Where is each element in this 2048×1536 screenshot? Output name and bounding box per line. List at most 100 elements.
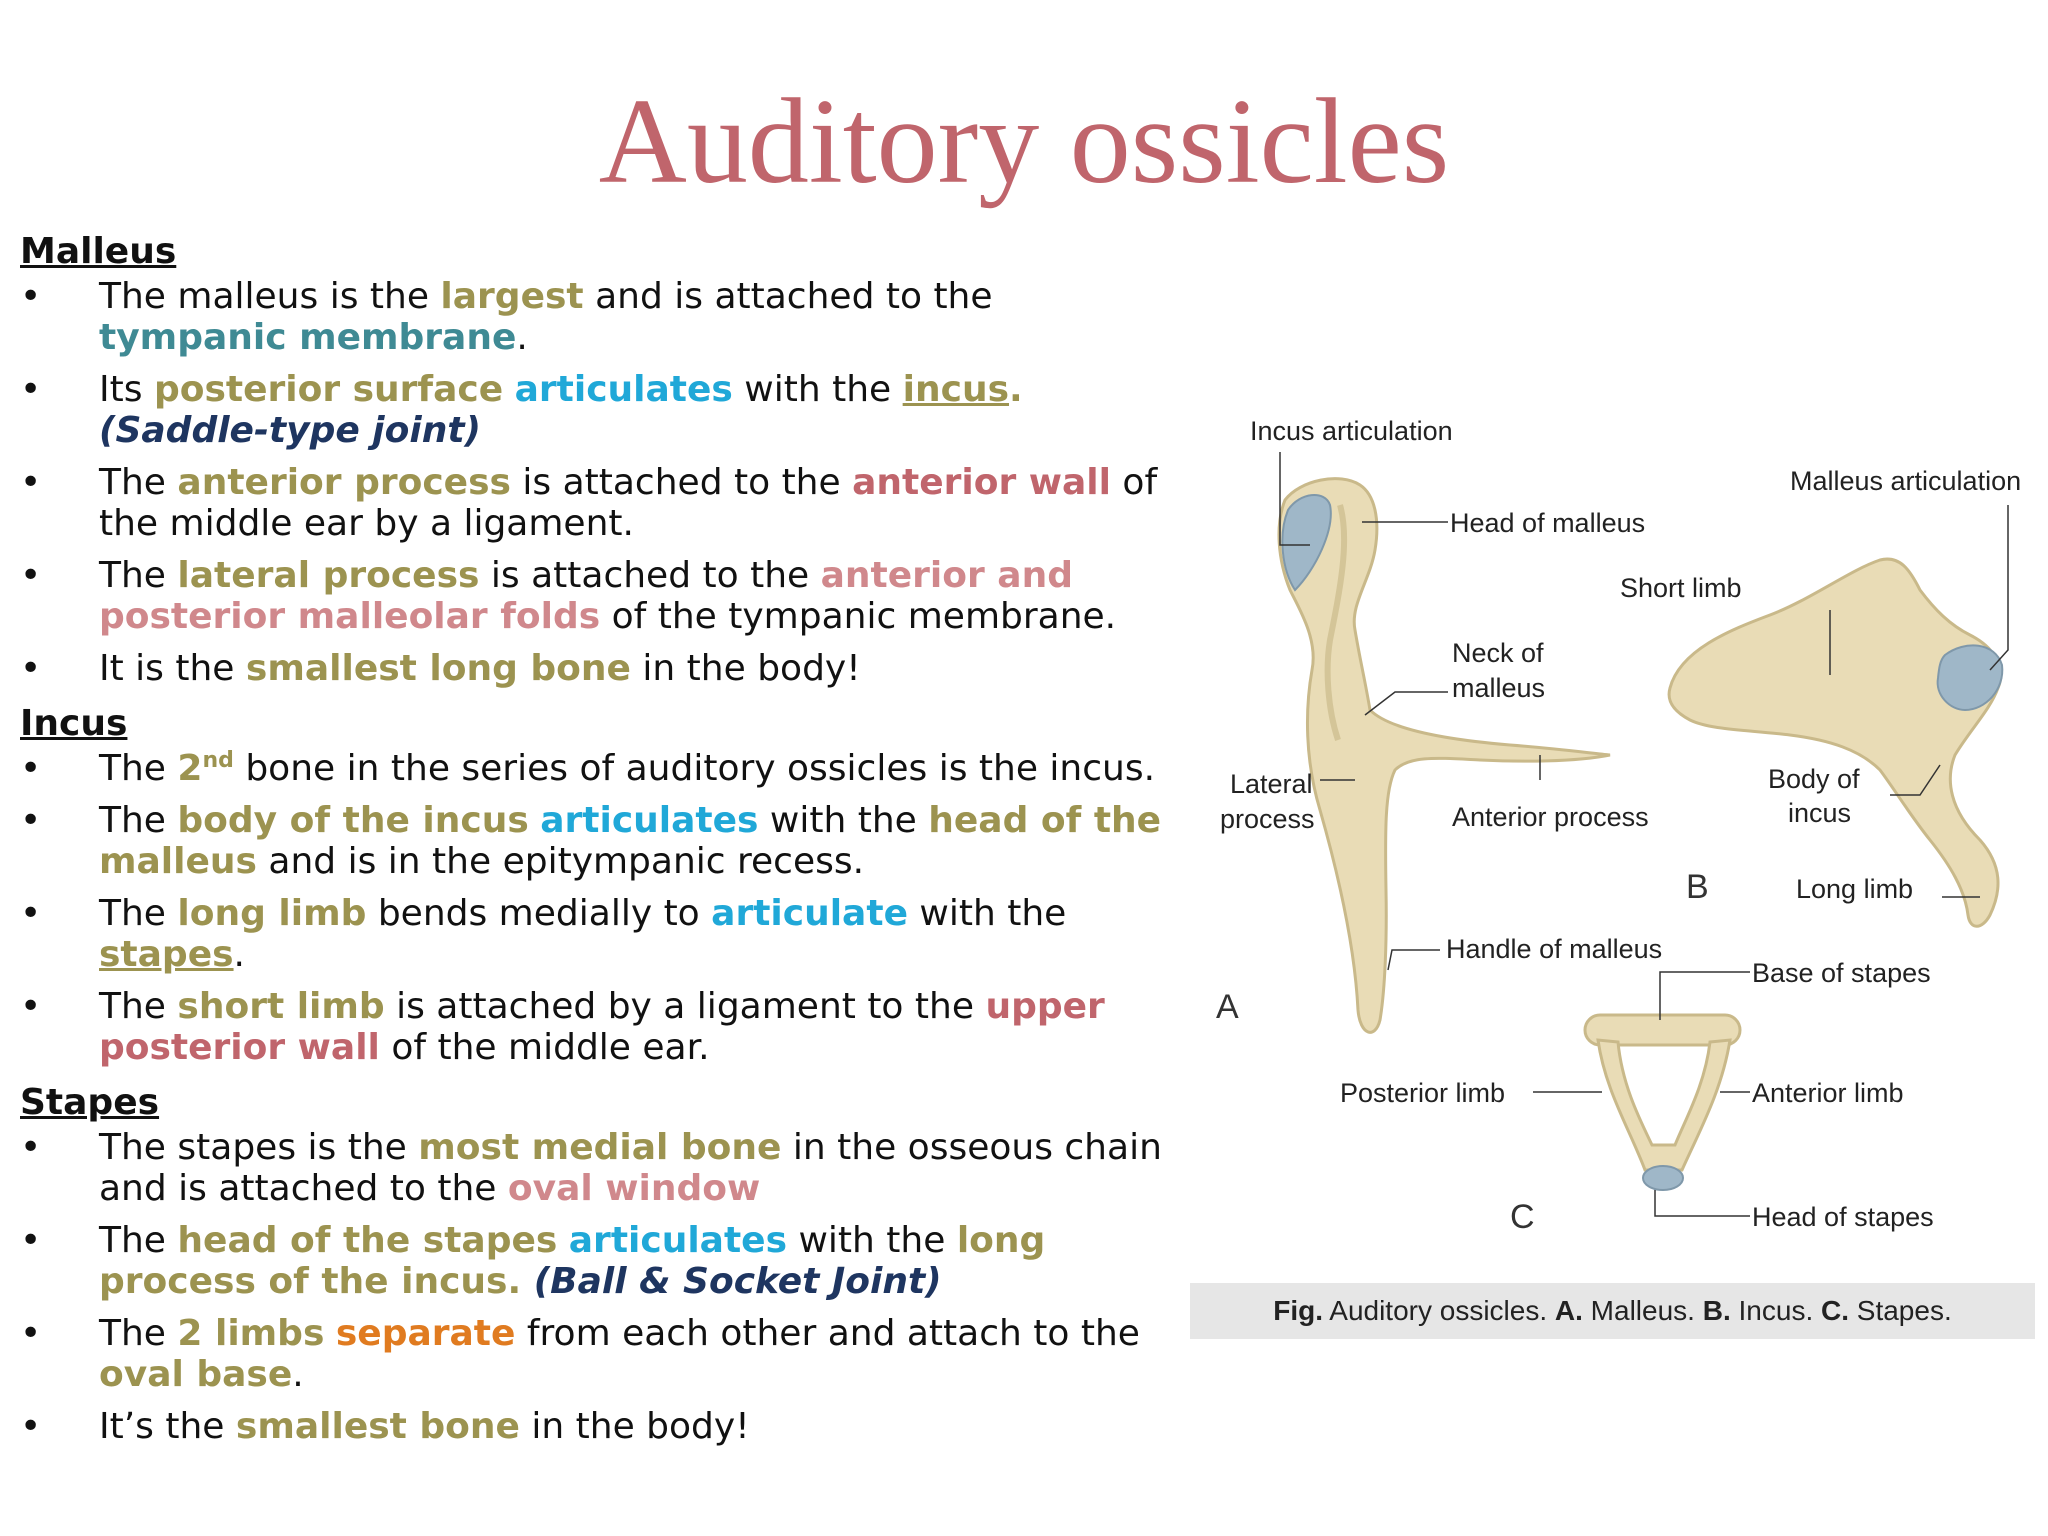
text: The xyxy=(99,462,178,503)
text: of the middle ear by a ligament. xyxy=(99,462,1158,544)
highlight: anterior wall xyxy=(852,462,1111,503)
caption-b: B. xyxy=(1702,1295,1731,1326)
incus-illustration xyxy=(1667,557,2004,928)
leader-base-of-stapes xyxy=(1659,971,1750,1020)
highlight: 2 xyxy=(177,748,203,789)
highlight: most medial bone xyxy=(418,1127,782,1168)
highlight: anterior and posterior malleolar folds xyxy=(99,555,1073,637)
label-panel-c: C xyxy=(1510,1198,1535,1236)
figure-caption: Fig. Auditory ossicles. A. Malleus. B. I… xyxy=(1190,1283,2035,1339)
text-column: Malleus The malleus is the largest and i… xyxy=(20,228,1170,1458)
text: in the body! xyxy=(519,1406,750,1447)
label-incus-articulation: Incus articulation xyxy=(1250,416,1453,446)
label-malleus-articulation: Malleus articulation xyxy=(1790,466,2021,496)
text: The xyxy=(99,1220,178,1261)
stapes-limbs xyxy=(1596,1038,1732,1172)
highlight: articulates xyxy=(568,1220,788,1261)
leader-malleus-articulation xyxy=(1989,505,2009,671)
page-title: Auditory ossicles xyxy=(598,74,1450,209)
caption-fig: Fig. xyxy=(1273,1295,1324,1326)
label-neck-of-malleus-1: Neck of xyxy=(1452,638,1544,668)
highlight: articulate xyxy=(711,893,908,934)
caption-text: Auditory ossicles. xyxy=(1323,1295,1555,1326)
text: . xyxy=(233,934,245,975)
highlight: largest xyxy=(440,276,584,317)
label-lateral-process-1: Lateral xyxy=(1230,769,1313,799)
stapes-base xyxy=(1583,1013,1742,1047)
highlight: 2 limbs xyxy=(177,1313,325,1354)
text: and is in the epitympanic recess. xyxy=(256,841,865,882)
label-lateral-process-2: process xyxy=(1220,804,1315,834)
text: It’s the xyxy=(99,1406,236,1447)
text xyxy=(557,1220,568,1261)
text xyxy=(503,369,514,410)
label-head-of-stapes: Head of stapes xyxy=(1752,1202,1934,1232)
text: is attached to the xyxy=(510,462,853,503)
label-body-of-incus-1: Body of xyxy=(1768,764,1860,794)
list-item: Its posterior surface articulates with t… xyxy=(20,369,1170,451)
highlight: tympanic membrane xyxy=(99,317,517,358)
text: bends medially to xyxy=(366,893,712,934)
highlight: short limb xyxy=(177,986,385,1027)
text: The stapes is the xyxy=(99,1127,419,1168)
highlight: . xyxy=(1009,369,1023,410)
malleus-shading xyxy=(1324,504,1348,741)
leader-neck-of-malleus xyxy=(1364,691,1448,716)
list-item: The long limb bends medially to articula… xyxy=(20,893,1170,975)
stapes-list: The stapes is the most medial bone in th… xyxy=(20,1127,1170,1447)
stapes-head xyxy=(1642,1165,1684,1191)
highlight: smallest bone xyxy=(235,1406,520,1447)
incus-cartilage xyxy=(1936,644,2004,712)
label-short-limb: Short limb xyxy=(1620,573,1742,603)
text: bone in the series of auditory ossicles … xyxy=(233,748,1156,789)
list-item: The body of the incus articulates with t… xyxy=(20,800,1170,882)
highlight: articulates xyxy=(514,369,733,410)
text: The xyxy=(99,555,178,596)
leader-head-of-stapes xyxy=(1654,1190,1750,1217)
joint-type: (Ball & Socket Joint) xyxy=(533,1261,942,1302)
leader-body-of-incus xyxy=(1890,764,1941,796)
malleus-list: The malleus is the largest and is attach… xyxy=(20,276,1170,689)
caption-c: C. xyxy=(1821,1295,1849,1326)
label-panel-b: B xyxy=(1686,868,1709,906)
malleus-cartilage xyxy=(1281,494,1332,592)
text: is attached to the xyxy=(479,555,821,596)
caption-a: A. xyxy=(1554,1295,1583,1326)
label-posterior-limb: Posterior limb xyxy=(1340,1078,1505,1108)
text: . xyxy=(516,317,528,358)
text: of the middle ear. xyxy=(379,1027,710,1068)
text xyxy=(324,1313,335,1354)
list-item: The stapes is the most medial bone in th… xyxy=(20,1127,1170,1209)
text: with the xyxy=(787,1220,957,1261)
heading-malleus: Malleus xyxy=(20,231,177,272)
text: The xyxy=(99,748,178,789)
caption-text: Incus. xyxy=(1730,1295,1821,1326)
heading-incus: Incus xyxy=(20,703,128,744)
label-panel-a: A xyxy=(1216,988,1239,1026)
joint-type: (Saddle-type joint) xyxy=(99,410,482,451)
highlight: smallest long bone xyxy=(245,648,631,689)
text: Its xyxy=(99,369,154,410)
text: . xyxy=(292,1354,304,1395)
label-anterior-process: Anterior process xyxy=(1452,802,1649,832)
label-handle-of-malleus: Handle of malleus xyxy=(1446,934,1662,964)
highlight: long limb xyxy=(177,893,367,934)
ossicles-figure: Incus articulation Malleus articulation … xyxy=(1190,410,2035,1339)
highlight: posterior surface xyxy=(153,369,504,410)
text: The xyxy=(99,800,178,841)
list-item: The anterior process is attached to the … xyxy=(20,462,1170,544)
malleus-bone xyxy=(1277,477,1611,1034)
heading-stapes: Stapes xyxy=(20,1082,160,1123)
text: with the xyxy=(758,800,929,841)
highlight: anterior process xyxy=(177,462,511,503)
list-item: The lateral process is attached to the a… xyxy=(20,555,1170,637)
highlight: . xyxy=(507,1261,534,1302)
text xyxy=(529,800,540,841)
highlight: head of the stapes xyxy=(177,1220,558,1261)
malleus-illustration xyxy=(1277,477,1611,1034)
highlight: stapes xyxy=(99,934,234,975)
text: of the tympanic membrane. xyxy=(600,596,1117,637)
text: with the xyxy=(732,369,903,410)
caption-text: Stapes. xyxy=(1849,1295,1952,1326)
leader-incus-articulation xyxy=(1279,452,1310,546)
